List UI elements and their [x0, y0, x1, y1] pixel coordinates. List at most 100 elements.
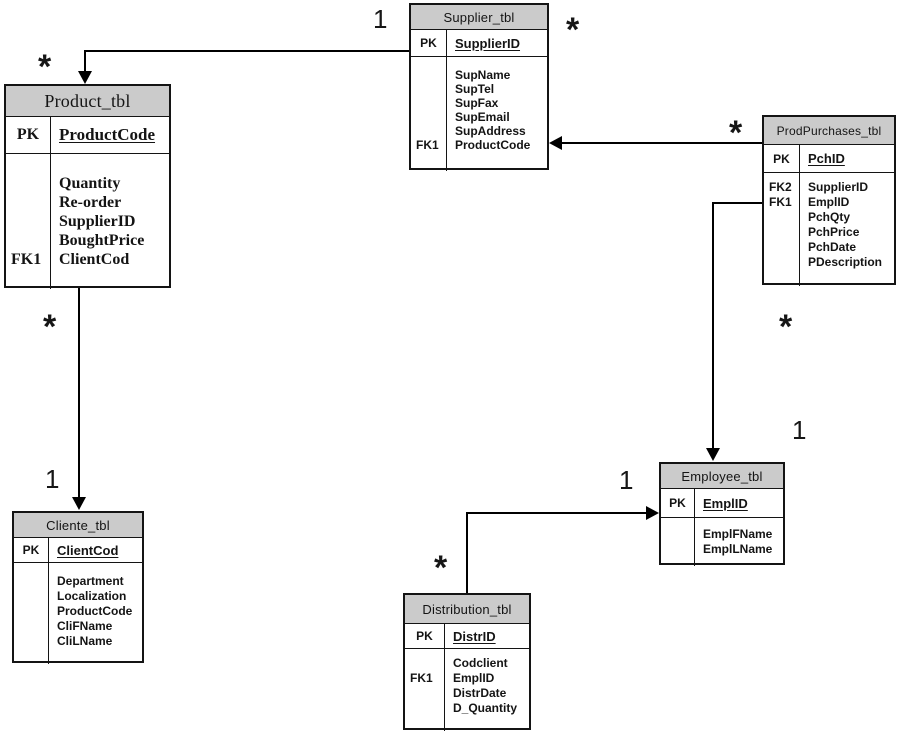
field-ProductCode: ProductCode — [57, 604, 133, 618]
arrowhead-icon — [706, 448, 720, 461]
primary-key-row: PK EmplID — [661, 489, 783, 518]
empty-key-cell — [661, 542, 694, 557]
empty-key-cell — [764, 210, 799, 225]
pk-label: PK — [669, 496, 686, 510]
relationship-line[interactable] — [466, 512, 648, 593]
empty-key-cell — [411, 96, 446, 110]
field-PchQty: PchQty — [808, 210, 851, 224]
fk-label-FK1: FK1 — [410, 671, 433, 685]
pk-field-EmplID: EmplID — [703, 495, 748, 511]
relationship-prodpurchases-to-employee[interactable] — [706, 202, 762, 461]
relationship-line[interactable] — [712, 202, 762, 449]
empty-key-cell — [14, 589, 48, 604]
field-D_Quantity: D_Quantity — [453, 701, 518, 715]
empty-key-cell — [764, 255, 799, 270]
pk-key-cell: PK — [764, 145, 800, 172]
empty-key-cell — [411, 124, 446, 138]
empty-key-cell — [14, 604, 48, 619]
cardinality-label-many: * — [434, 549, 448, 587]
relationship-distribution-to-employee[interactable] — [466, 506, 659, 593]
field-CliFName: CliFName — [57, 619, 113, 633]
cardinality-label-many: * — [566, 11, 580, 49]
field-PDescription: PDescription — [808, 255, 883, 269]
empty-key-cell — [14, 619, 48, 634]
field-SupFax: SupFax — [455, 96, 499, 110]
foreign-key-column — [661, 518, 695, 566]
empty-key-cell — [764, 225, 799, 240]
field-EmplLName: EmplLName — [703, 542, 773, 556]
pk-label: PK — [416, 629, 433, 643]
foreign-key-column: FK1 — [411, 57, 447, 171]
field-Codclient: Codclient — [453, 656, 508, 670]
field-Re-order: Re-order — [59, 194, 122, 211]
empty-key-cell — [14, 634, 48, 649]
arrowhead-icon — [72, 497, 86, 510]
pk-field-ClientCod: ClientCod — [57, 542, 119, 558]
field-SupplierID: SupplierID — [59, 213, 136, 230]
arrowhead-icon — [78, 71, 92, 84]
field-SupAddress: SupAddress — [455, 124, 526, 138]
field-ClientCod: ClientCod — [59, 251, 130, 268]
empty-key-cell — [14, 574, 48, 589]
table-title-prodpurchases: ProdPurchases_tbl — [764, 117, 894, 145]
field-Quantity: Quantity — [59, 175, 121, 192]
relationship-supplier-to-product[interactable] — [78, 50, 409, 84]
field-PchDate: PchDate — [808, 240, 857, 254]
empty-key-cell — [6, 174, 50, 193]
fk-label-FK1: FK1 — [416, 138, 439, 152]
table-title-supplier: Supplier_tbl — [411, 5, 547, 30]
relationship-line[interactable] — [84, 50, 409, 73]
empty-key-cell — [411, 110, 446, 124]
pk-label: PK — [420, 36, 437, 50]
pk-key-cell: PK — [405, 624, 445, 648]
pk-label: PK — [22, 543, 40, 557]
empty-key-cell — [6, 193, 50, 212]
arrowhead-icon — [549, 136, 562, 150]
field-SupplierID: SupplierID — [808, 180, 869, 194]
cardinality-label-many: * — [38, 48, 52, 86]
empty-key-cell — [6, 212, 50, 231]
fk-label-FK1: FK1 — [769, 195, 792, 209]
field-SupTel: SupTel — [455, 82, 495, 96]
pk-key-cell: PK — [411, 30, 447, 56]
empty-key-cell — [411, 82, 446, 96]
field-Localization: Localization — [57, 589, 127, 603]
pk-label: PK — [16, 126, 40, 143]
pk-label: PK — [773, 151, 790, 166]
field-BoughtPrice: BoughtPrice — [59, 232, 145, 249]
pk-key-cell: PK — [661, 489, 695, 517]
empty-key-cell — [411, 68, 446, 82]
foreign-key-column — [14, 563, 49, 664]
field-PchPrice: PchPrice — [808, 225, 860, 239]
relationship-product-to-cliente[interactable] — [72, 288, 86, 510]
foreign-key-column: FK1 — [405, 649, 445, 731]
empty-key-cell — [764, 240, 799, 255]
empty-key-cell — [405, 656, 444, 671]
field-Department: Department — [57, 574, 124, 588]
table-title-employee: Employee_tbl — [661, 464, 783, 489]
relationship-prodpurchases-to-supplier[interactable] — [549, 136, 762, 150]
field-CliLName: CliLName — [57, 634, 113, 648]
arrowhead-icon — [646, 506, 659, 520]
